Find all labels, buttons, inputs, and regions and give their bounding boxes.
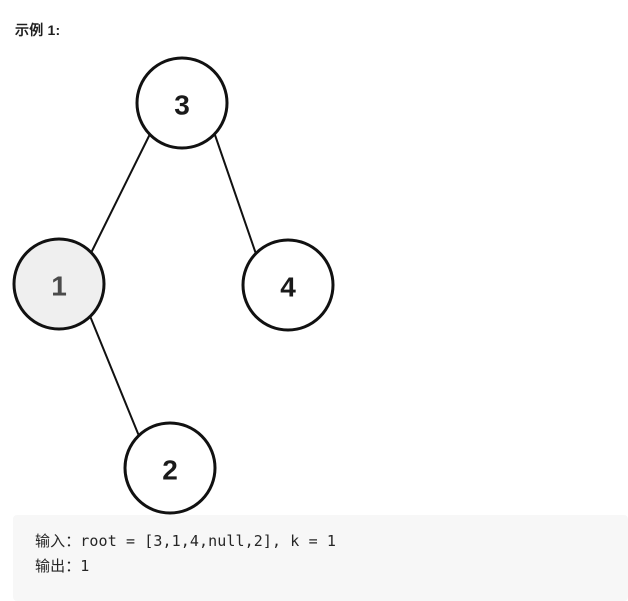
node-circle-3 [135, 56, 229, 150]
edge-3-to-4 [214, 134, 257, 255]
code-line-output: 输出：1 [35, 557, 90, 575]
node-circle-2 [123, 421, 217, 515]
edge-1-to-2 [89, 315, 140, 437]
tree-node-2: 2 [123, 421, 217, 515]
code-line-input: 输入：root = [3,1,4,null,2], k = 1 [35, 532, 336, 550]
node-circle-4 [241, 238, 335, 332]
tree-node-3: 3 [135, 56, 229, 150]
node-label-2: 2 [162, 455, 178, 486]
binary-tree-diagram: 3 1 4 2 [0, 46, 400, 516]
tree-svg: 3 1 4 2 [12, 56, 335, 515]
edge-3-to-1 [90, 133, 151, 254]
node-circle-1 [12, 237, 106, 331]
node-label-3: 3 [174, 90, 190, 121]
tree-node-1: 1 [12, 237, 106, 331]
tree-nodes: 3 1 4 2 [12, 56, 335, 515]
tree-node-4: 4 [241, 238, 335, 332]
node-label-1: 1 [51, 271, 67, 302]
page-title: 示例 1: [15, 22, 61, 38]
node-label-4: 4 [280, 272, 296, 303]
tree-edges [89, 133, 257, 437]
example-code-block: 输入：root = [3,1,4,null,2], k = 1 输出：1 [13, 515, 628, 601]
